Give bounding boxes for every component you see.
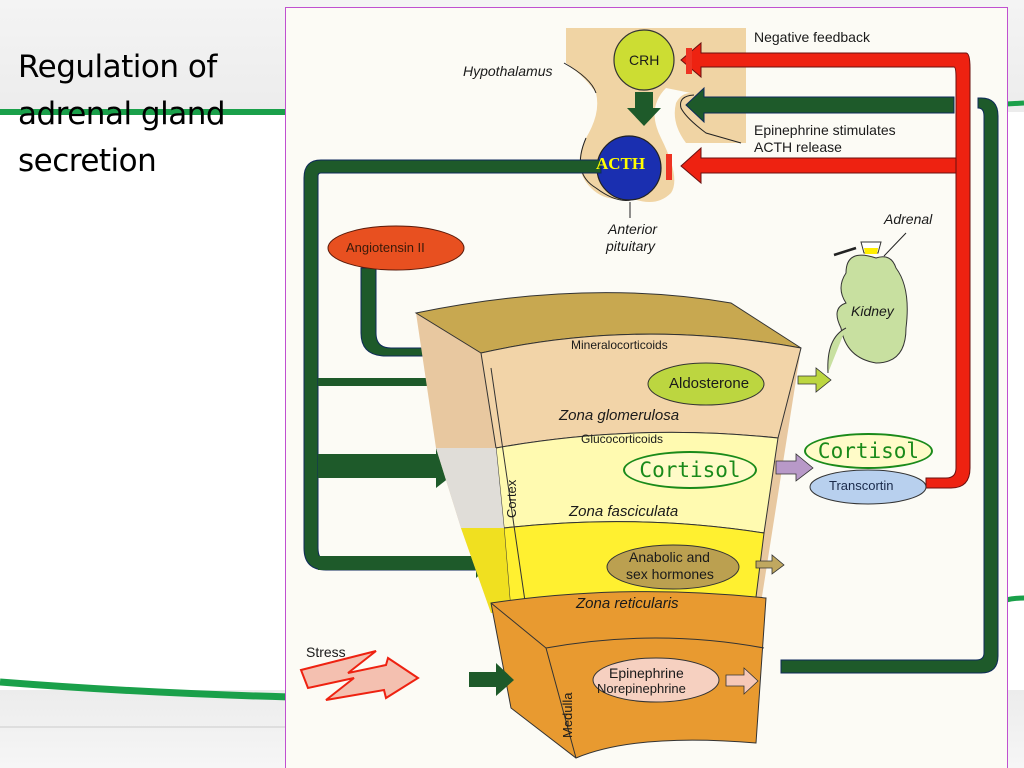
zona-reticularis-label: Zona reticularis [576,595,679,612]
hypothalamus-notch-outline [680,94,742,144]
footer-accent-curve-right [1005,595,1024,603]
crh-inhibition-bar [686,48,692,74]
pituitary-label: pituitary [606,238,656,254]
angiotensin-label: Angiotensin II [346,240,425,255]
adrenal-label-line [883,232,907,257]
title-line-3: secretion [18,143,157,179]
anabolic-output-arrow [755,554,785,575]
zona-glomerulosa-label: Zona glomerulosa [559,407,680,424]
sex-hormones-label: sex hormones [626,566,714,582]
transcortin-ellipse [809,469,927,505]
kidney-shape [836,254,908,364]
negative-feedback-arrow-crh [680,41,971,489]
cortex-side-middle [436,448,504,528]
epinephrine-stimulates-arrow [685,86,955,124]
slide-title: Regulation of adrenal gland secretion [18,44,226,185]
epinephrine-stimulates-label: Epinephrine stimulates [754,122,896,138]
aldosterone-label: Aldosterone [669,375,750,392]
anabolic-ellipse [606,544,740,590]
title-line-2: adrenal gland [18,96,226,132]
hypothalamus-label: Hypothalamus [463,63,553,79]
acth-label: ACTH [596,154,646,173]
cortex-divider-line [490,367,527,609]
medulla-feedback-line [780,97,999,674]
anterior-label: Anterior [608,221,658,237]
diagram-graphics [299,28,999,759]
angiotensin-ellipse [327,225,465,271]
hypothalamus-outline [563,62,597,94]
cortisol-bound-label: Cortisol [804,433,933,469]
zona-fasciculata-label: Zona fasciculata [569,503,679,520]
medulla-corner [545,647,577,759]
cortisol-label: Cortisol [623,451,757,489]
epinephrine-label: Epinephrine [609,665,684,681]
crh-label: CRH [629,52,660,68]
adrenal-regulation-figure: Hypothalamus CRH ACTH Anterior pituitary… [285,7,1008,768]
glucocorticoids-label: Glucocorticoids [581,432,664,446]
title-line-1: Regulation of [18,49,217,85]
norepinephrine-label: Norepinephrine [597,681,686,696]
adrenal-highlight [864,248,878,254]
epinephrine-output-arrow [725,667,759,695]
crh-to-acth-arrow [627,92,661,126]
cortex-side-lower [461,528,511,613]
adrenal-zoom-pointer [833,246,857,257]
epinephrine-ellipse [592,657,720,703]
acth-release-label: ACTH release [754,139,842,155]
stress-label: Stress [306,644,346,660]
stress-to-medulla-arrow [469,663,514,696]
pituitary-outline [579,137,632,201]
header-accent-line-right [1005,100,1024,107]
acth-arrow-reticularis [318,548,491,578]
anabolic-label: Anabolic and [629,549,710,565]
footer-accent-curve [0,678,291,701]
medulla-label: Medulla [560,692,575,738]
acth-arrow-glomerulosa [318,370,464,394]
kidney-label: Kidney [851,303,894,319]
medulla-edge [490,602,765,649]
mineralocorticoids-label: Mineralocorticoids [571,338,668,352]
aldosterone-output-arrow [797,367,832,393]
negative-feedback-arrow-acth [680,146,957,185]
acth-inhibition-bar [666,154,672,180]
adrenal-label: Adrenal [884,211,933,227]
cortex-label: Cortex [504,479,519,518]
negative-feedback-label: Negative feedback [754,29,870,45]
stress-bolt-arrow [299,650,420,701]
cortisol-output-arrow [775,453,814,482]
crh-circle [613,29,675,91]
ureter-shape [827,327,847,374]
transcortin-label: Transcortin [829,478,894,493]
acth-arrow-fasciculata [318,444,464,488]
aldosterone-ellipse [647,362,765,406]
